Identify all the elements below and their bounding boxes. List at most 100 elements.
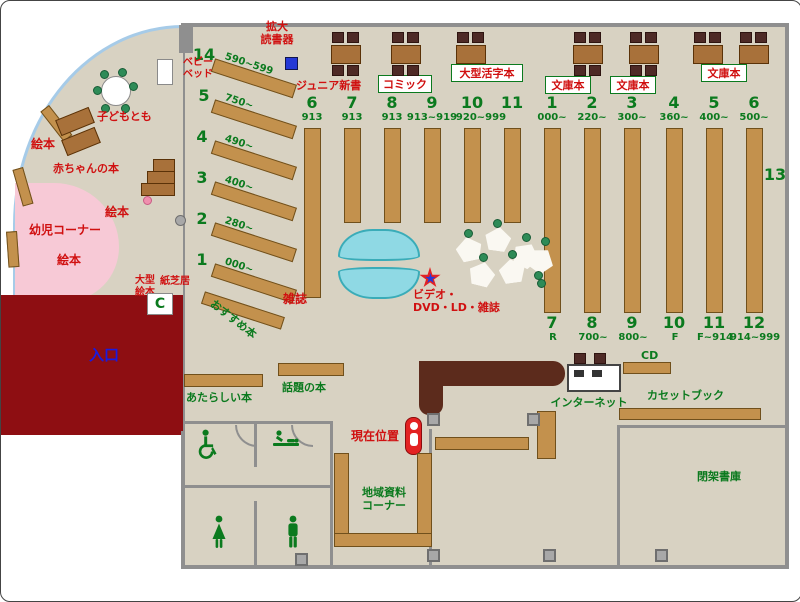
- seat-dot: [522, 233, 531, 242]
- magazines-label: 雑誌: [283, 292, 308, 306]
- chair: [347, 32, 359, 43]
- restroom-wall: [254, 501, 257, 569]
- entrance-label: 入口: [89, 346, 120, 364]
- shelf-number: 12: [742, 313, 766, 332]
- chair: [347, 65, 359, 76]
- chair: [457, 32, 469, 43]
- chair: [472, 32, 484, 43]
- reading-table: [391, 45, 421, 64]
- restroom-wall: [330, 421, 333, 569]
- reading-table: [456, 45, 486, 64]
- restroom-wall: [183, 421, 333, 424]
- wall-left-lower: [181, 431, 185, 569]
- cd-shelf: [623, 362, 671, 374]
- pillar: [655, 549, 668, 562]
- internet-desk: [567, 364, 621, 392]
- shelf-number: 1: [546, 93, 558, 112]
- shelf-number: 10: [460, 93, 484, 112]
- seat-dot: [129, 82, 138, 91]
- shelf-number: 6: [306, 93, 318, 112]
- chair: [630, 32, 642, 43]
- chair: [574, 65, 586, 76]
- video-dvd-label: ビデオ・ DVD・LD・雑誌: [413, 288, 500, 314]
- closed-stacks-label: 閉架書庫: [697, 470, 741, 483]
- seat-dot: [100, 70, 109, 79]
- kamishibai-label: 紙芝居: [160, 276, 190, 287]
- seat-dot: [537, 279, 546, 288]
- seat-dot: [508, 250, 517, 259]
- shelf-range: 914~999: [730, 332, 781, 343]
- wall-stub-top: [179, 25, 193, 53]
- shelf-number: 9: [626, 313, 638, 332]
- shelf-number: 7: [546, 313, 558, 332]
- shelf-number: 3: [626, 93, 638, 112]
- bookshelf-column: [504, 128, 521, 223]
- topic-books-label: 話題の本: [282, 381, 326, 394]
- seat-dot: [118, 68, 127, 77]
- seat-dot: [464, 229, 473, 238]
- seat-dot: [93, 86, 102, 95]
- gray-pillar-round: [175, 215, 186, 226]
- pillar: [543, 549, 556, 562]
- chair: [407, 32, 419, 43]
- shelf-range: 920~999: [455, 112, 507, 123]
- bookshelf-column: [624, 128, 641, 313]
- seat-dot: [479, 253, 488, 262]
- cassette-shelf: [619, 408, 761, 420]
- cd-label: CD: [641, 349, 659, 362]
- seat-dot: [541, 237, 550, 246]
- current-location-marker-body: [410, 433, 418, 446]
- baby-bed: [157, 59, 173, 85]
- shelf-number: 8: [386, 93, 398, 112]
- new-books-label: あたらしい本: [186, 391, 252, 404]
- chair: [694, 32, 706, 43]
- reading-table: [331, 45, 361, 64]
- topic-books-shelf: [278, 363, 344, 376]
- wall-closed-stacks-v: [617, 425, 620, 568]
- shelf-range: 913: [381, 112, 403, 123]
- shelf-number: 9: [426, 93, 438, 112]
- pillar: [427, 549, 440, 562]
- shelf-number: 2: [196, 209, 208, 228]
- rotating-rack: C: [147, 293, 173, 315]
- baby-bed-label: ベビー ベッド: [183, 57, 213, 80]
- restroom-wall: [183, 485, 333, 488]
- chair: [645, 65, 657, 76]
- chair: [574, 353, 586, 364]
- baby-room-icon: [273, 430, 299, 446]
- large-picture-books-label: 大型 絵本: [135, 275, 155, 298]
- seat-dot: [101, 104, 110, 113]
- picture-books-label: 絵本: [57, 253, 82, 267]
- shelf-range: 360~: [659, 112, 689, 123]
- comic-label: コミック: [378, 75, 432, 93]
- bookshelf-column: [464, 128, 481, 223]
- story-steps: [141, 183, 175, 196]
- shelf-number: 2: [586, 93, 598, 112]
- kids-round-table: [101, 76, 131, 106]
- chair: [574, 32, 586, 43]
- toddler-corner-label: 幼児コーナー: [29, 223, 102, 237]
- shelf-number: 3: [196, 168, 208, 187]
- magazine-rack-curved: [338, 267, 420, 299]
- shelf-range: 700~: [578, 332, 608, 343]
- chair: [740, 32, 752, 43]
- picture-books-label: 絵本: [31, 137, 56, 151]
- pillar: [427, 413, 440, 426]
- shelf-range: 400~: [699, 112, 729, 123]
- seat-dot: [493, 219, 502, 228]
- shelf-number: 14: [192, 45, 216, 64]
- local-materials-shelf: [334, 533, 432, 547]
- seat-dot: [121, 104, 130, 113]
- chair: [594, 353, 606, 364]
- bookshelf-column: [304, 128, 321, 298]
- service-counter: [437, 361, 565, 386]
- shelf-number-13: 13: [763, 165, 787, 184]
- shelf-range: 913: [301, 112, 323, 123]
- junior-books-label: ジュニア新書: [296, 79, 362, 92]
- baby-books-label: 赤ちゃんの本: [53, 162, 119, 175]
- shelf-range: 913~919: [406, 112, 458, 123]
- shelf-range: R: [549, 332, 557, 343]
- bookshelf-column: [544, 128, 561, 313]
- cassette-shelf: [537, 411, 556, 459]
- reading-table: [573, 45, 603, 64]
